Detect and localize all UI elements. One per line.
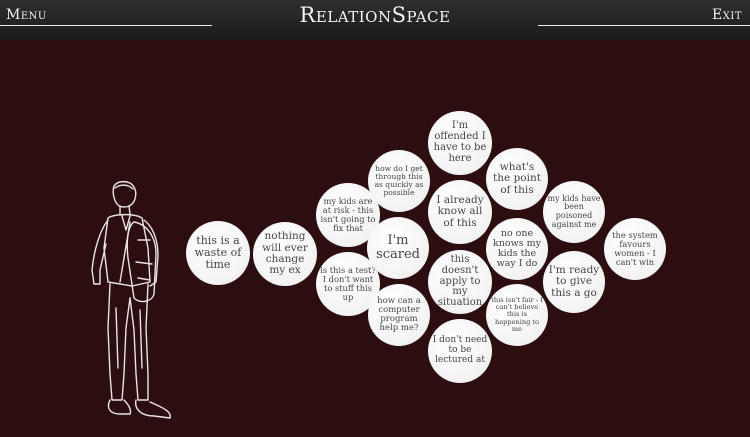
bubble-im-offended[interactable]: I'm offended I have to be here bbox=[428, 111, 492, 175]
bubble-this-isnt-fair[interactable]: this isn't fair - I can't believe this i… bbox=[486, 284, 548, 346]
bubble-im-scared[interactable]: I'm scared bbox=[367, 217, 429, 279]
bubble-whats-the-point-of-this[interactable]: what's the point of this bbox=[486, 148, 548, 210]
bubble-how-do-i-get-through-this[interactable]: how do I get through this as quickly as … bbox=[368, 150, 430, 212]
relation-space-canvas: this is a waste of time nothing will eve… bbox=[0, 40, 750, 437]
app-title: RelationSpace bbox=[299, 3, 451, 27]
bubble-no-one-knows-my-kids[interactable]: no one knows my kids the way I do bbox=[486, 218, 548, 280]
bubble-nothing-will-ever-change-my-ex[interactable]: nothing will ever change my ex bbox=[253, 222, 317, 286]
bubble-this-is-a-waste-of-time[interactable]: this is a waste of time bbox=[186, 221, 250, 285]
bubble-i-already-know-all-of-this[interactable]: I already know all of this bbox=[428, 180, 492, 244]
bubble-my-kids-have-been-poisoned[interactable]: my kids have been poisoned against me bbox=[543, 181, 605, 243]
header-divider-left bbox=[0, 25, 212, 26]
header-divider-right bbox=[538, 25, 750, 26]
bubble-my-kids-are-at-risk[interactable]: my kids are at risk - this isn't going t… bbox=[316, 183, 380, 247]
man-with-backpack-illustration bbox=[91, 180, 171, 419]
bubble-how-can-a-computer-program-help-me[interactable]: how can a computer program help me? bbox=[368, 284, 430, 346]
menu-button[interactable]: Menu bbox=[6, 7, 47, 23]
bubble-the-system-favours-women[interactable]: the system favours women - I can't win bbox=[604, 218, 666, 280]
bubble-this-doesnt-apply[interactable]: this doesn't apply to my situation bbox=[428, 250, 492, 314]
top-bar: Menu RelationSpace Exit bbox=[0, 0, 750, 40]
bubble-i-dont-need-to-be-lectured[interactable]: I don't need to be lectured at bbox=[428, 319, 492, 383]
exit-button[interactable]: Exit bbox=[712, 7, 742, 23]
bubble-im-ready-to-give-this-a-go[interactable]: I'm ready to give this a go bbox=[543, 251, 605, 313]
